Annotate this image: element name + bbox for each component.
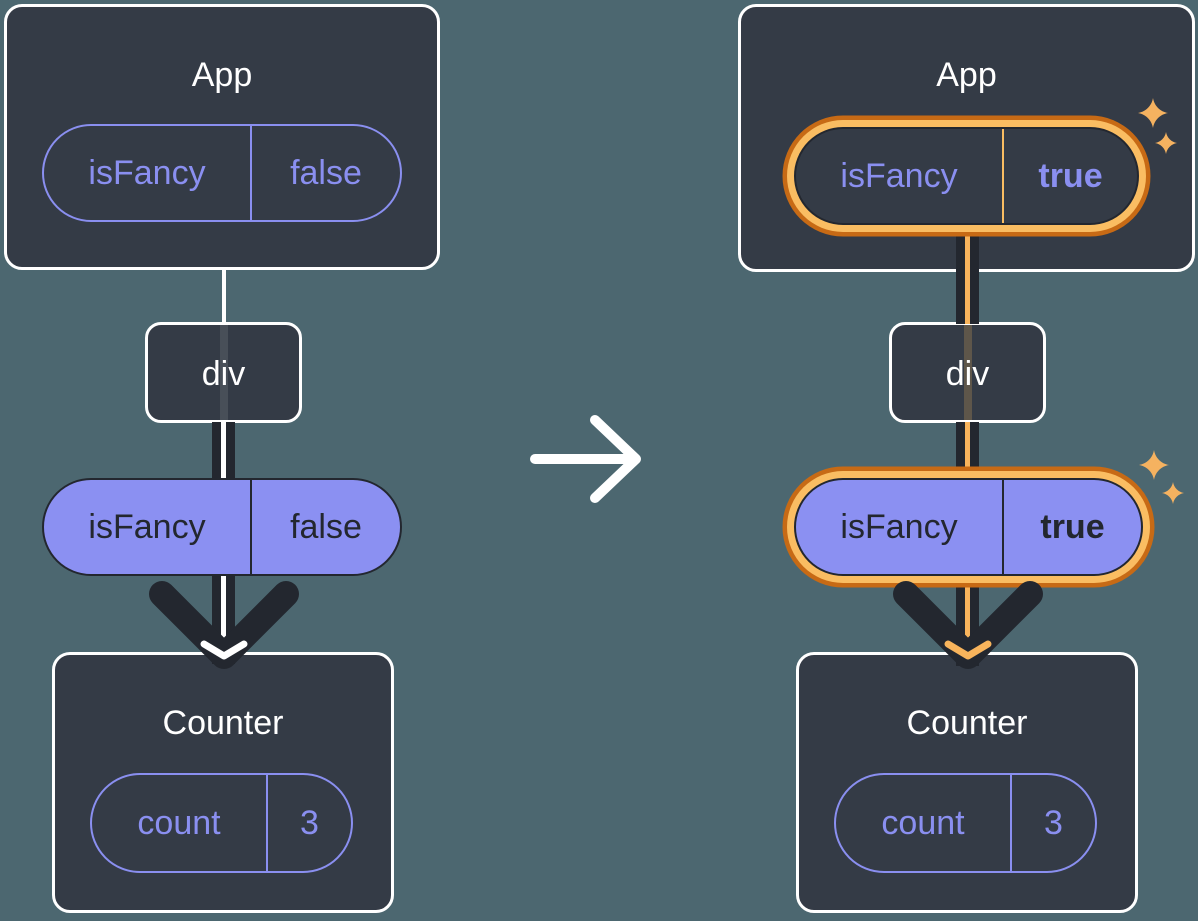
counter-title: Counter <box>906 704 1028 742</box>
state-pill-label: isFancy <box>840 156 958 195</box>
state-flow-stripe <box>965 234 970 324</box>
app-state-pill-highlighted: isFancy true <box>794 127 1139 225</box>
prop-pill-label: isFancy <box>88 507 206 546</box>
state-flow-through-stripe <box>963 325 972 420</box>
state-pill-label: count <box>137 803 221 842</box>
app-state-pill: isFancy false <box>42 124 402 222</box>
div-title: div <box>201 355 246 393</box>
right-arrow-icon <box>530 415 641 503</box>
state-pill-value: 3 <box>266 775 351 871</box>
sparkle-icon <box>1138 98 1168 128</box>
state-pill-value: true <box>1002 129 1137 223</box>
counter-state-pill: count 3 <box>90 773 353 873</box>
state-flow-stripe <box>965 576 970 644</box>
state-flow-stripe <box>221 574 226 642</box>
prop-flow-bar <box>956 422 979 480</box>
div-component-box <box>145 322 302 423</box>
prop-flow-bar <box>956 234 979 324</box>
state-arrow-tip-icon <box>200 640 248 660</box>
app-title: App <box>936 56 997 94</box>
state-pill-value: 3 <box>1010 775 1095 871</box>
app-div-connector-line <box>222 268 226 324</box>
div-title: div <box>945 355 990 393</box>
state-arrow-tip-icon <box>944 640 992 660</box>
state-pill-label: count <box>881 803 965 842</box>
prop-pill-label: isFancy <box>840 507 958 546</box>
sparkle-small-icon <box>1155 132 1177 154</box>
sparkle-icon <box>1139 450 1169 480</box>
state-flow-through-stripe <box>219 325 228 420</box>
counter-state-pill: count 3 <box>834 773 1097 873</box>
state-flow-stripe <box>221 422 226 480</box>
state-pill-value: false <box>250 126 400 220</box>
counter-title: Counter <box>162 704 284 742</box>
sparkle-small-icon <box>1162 482 1184 504</box>
prop-pill: isFancy false <box>42 478 402 576</box>
app-title: App <box>191 56 253 94</box>
state-pill-label: isFancy <box>88 153 206 192</box>
state-flow-stripe <box>965 422 970 480</box>
prop-flow-bar <box>212 422 235 480</box>
prop-pill-value: false <box>250 480 400 574</box>
prop-pill-highlighted: isFancy true <box>794 478 1143 576</box>
prop-pill-value: true <box>1002 480 1141 574</box>
